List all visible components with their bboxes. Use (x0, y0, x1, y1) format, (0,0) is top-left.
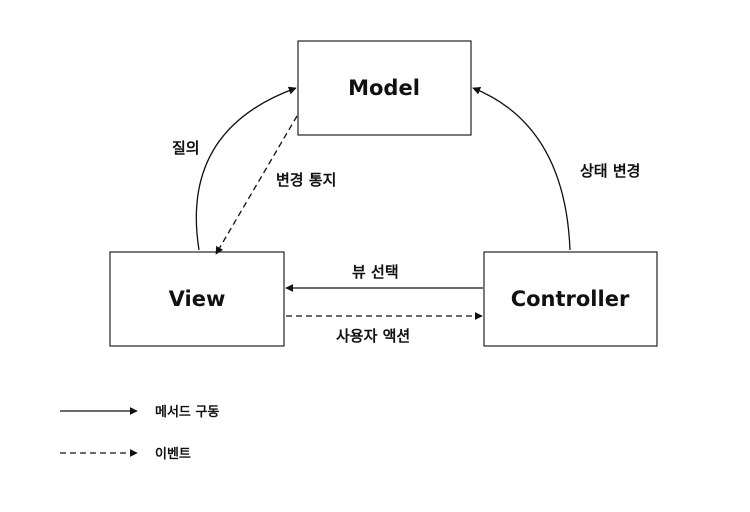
view-label: View (169, 287, 226, 311)
model-box (297, 40, 472, 136)
controller-box (483, 251, 658, 347)
state-change-label: 상태 변경 (580, 162, 640, 180)
change-notification-arrow (215, 115, 298, 255)
legend-event-label: 이벤트 (155, 446, 191, 462)
view-box (109, 251, 285, 347)
model-node: Model (297, 40, 472, 136)
model-label: Model (348, 76, 420, 100)
query-label: 질의 (172, 139, 200, 157)
user-action-label: 사용자 액션 (336, 327, 410, 345)
legend-method-call-label: 메서드 구동 (155, 405, 219, 420)
query-arrow (195, 86, 297, 251)
view-node: View (109, 251, 285, 347)
view-selection-label: 뷰 선택 (352, 263, 399, 281)
state-change-arrow (472, 86, 571, 251)
change-notification-label: 변경 통지 (276, 171, 336, 189)
legend: 메서드 구동 이벤트 (60, 405, 219, 462)
controller-label: Controller (511, 287, 630, 311)
controller-node: Controller (483, 251, 658, 347)
